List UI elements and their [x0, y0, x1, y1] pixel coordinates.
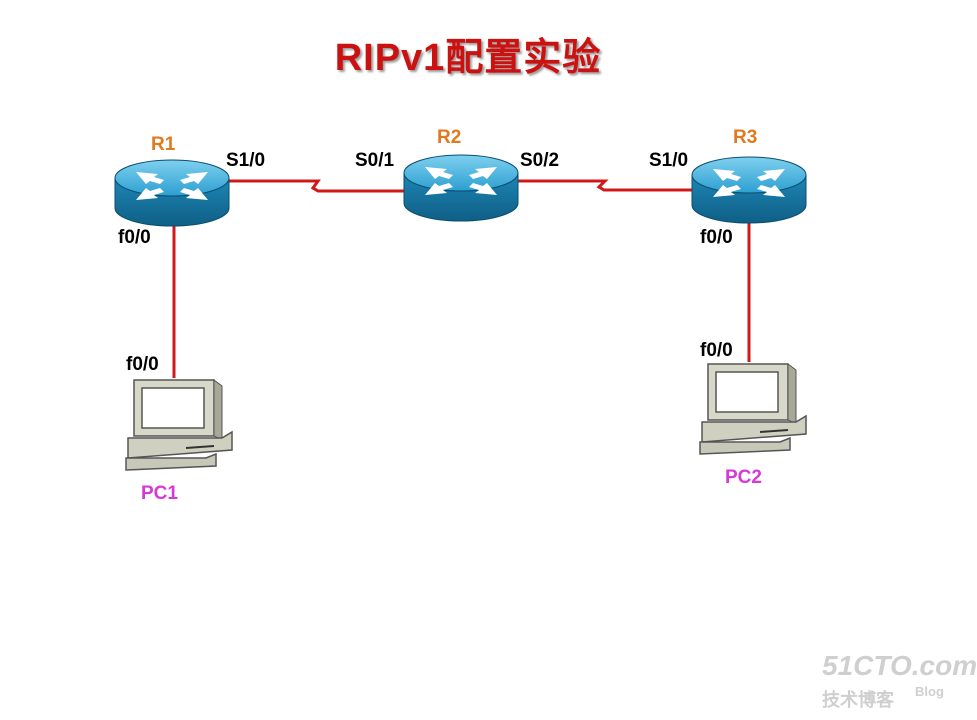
iface-label-r3-fast: f0/0	[700, 227, 733, 248]
router-r2[interactable]	[403, 154, 519, 222]
iface-label-pc2-fast: f0/0	[700, 340, 733, 361]
router-label-r2: R2	[437, 127, 462, 148]
router-label-r1: R1	[151, 134, 176, 155]
iface-label-r1-serial: S1/0	[226, 150, 266, 171]
watermark-site: 51CTO.com	[822, 650, 977, 681]
iface-label-r3-serial: S1/0	[649, 150, 689, 171]
iface-label-r1-fast: f0/0	[118, 227, 151, 248]
router-r3[interactable]	[691, 156, 807, 224]
pc2-computer-icon[interactable]	[699, 363, 807, 455]
router-label-r3: R3	[733, 127, 758, 148]
watermark-blog: Blog	[915, 684, 944, 699]
pc-label-pc2: PC2	[725, 467, 762, 488]
diagram-title: RIPv1配置实验	[334, 37, 602, 79]
link-r1-r2	[229, 179, 405, 193]
link-r2-r3	[517, 179, 694, 192]
iface-label-r2-serial-right: S0/2	[520, 150, 560, 171]
pc-label-pc1: PC1	[141, 483, 178, 504]
iface-label-pc1-fast: f0/0	[126, 354, 159, 375]
pc1-computer-icon[interactable]	[125, 379, 233, 471]
watermark-sub: 技术博客	[822, 690, 894, 710]
router-r1[interactable]	[114, 159, 230, 227]
iface-label-r2-serial-left: S0/1	[355, 150, 395, 171]
